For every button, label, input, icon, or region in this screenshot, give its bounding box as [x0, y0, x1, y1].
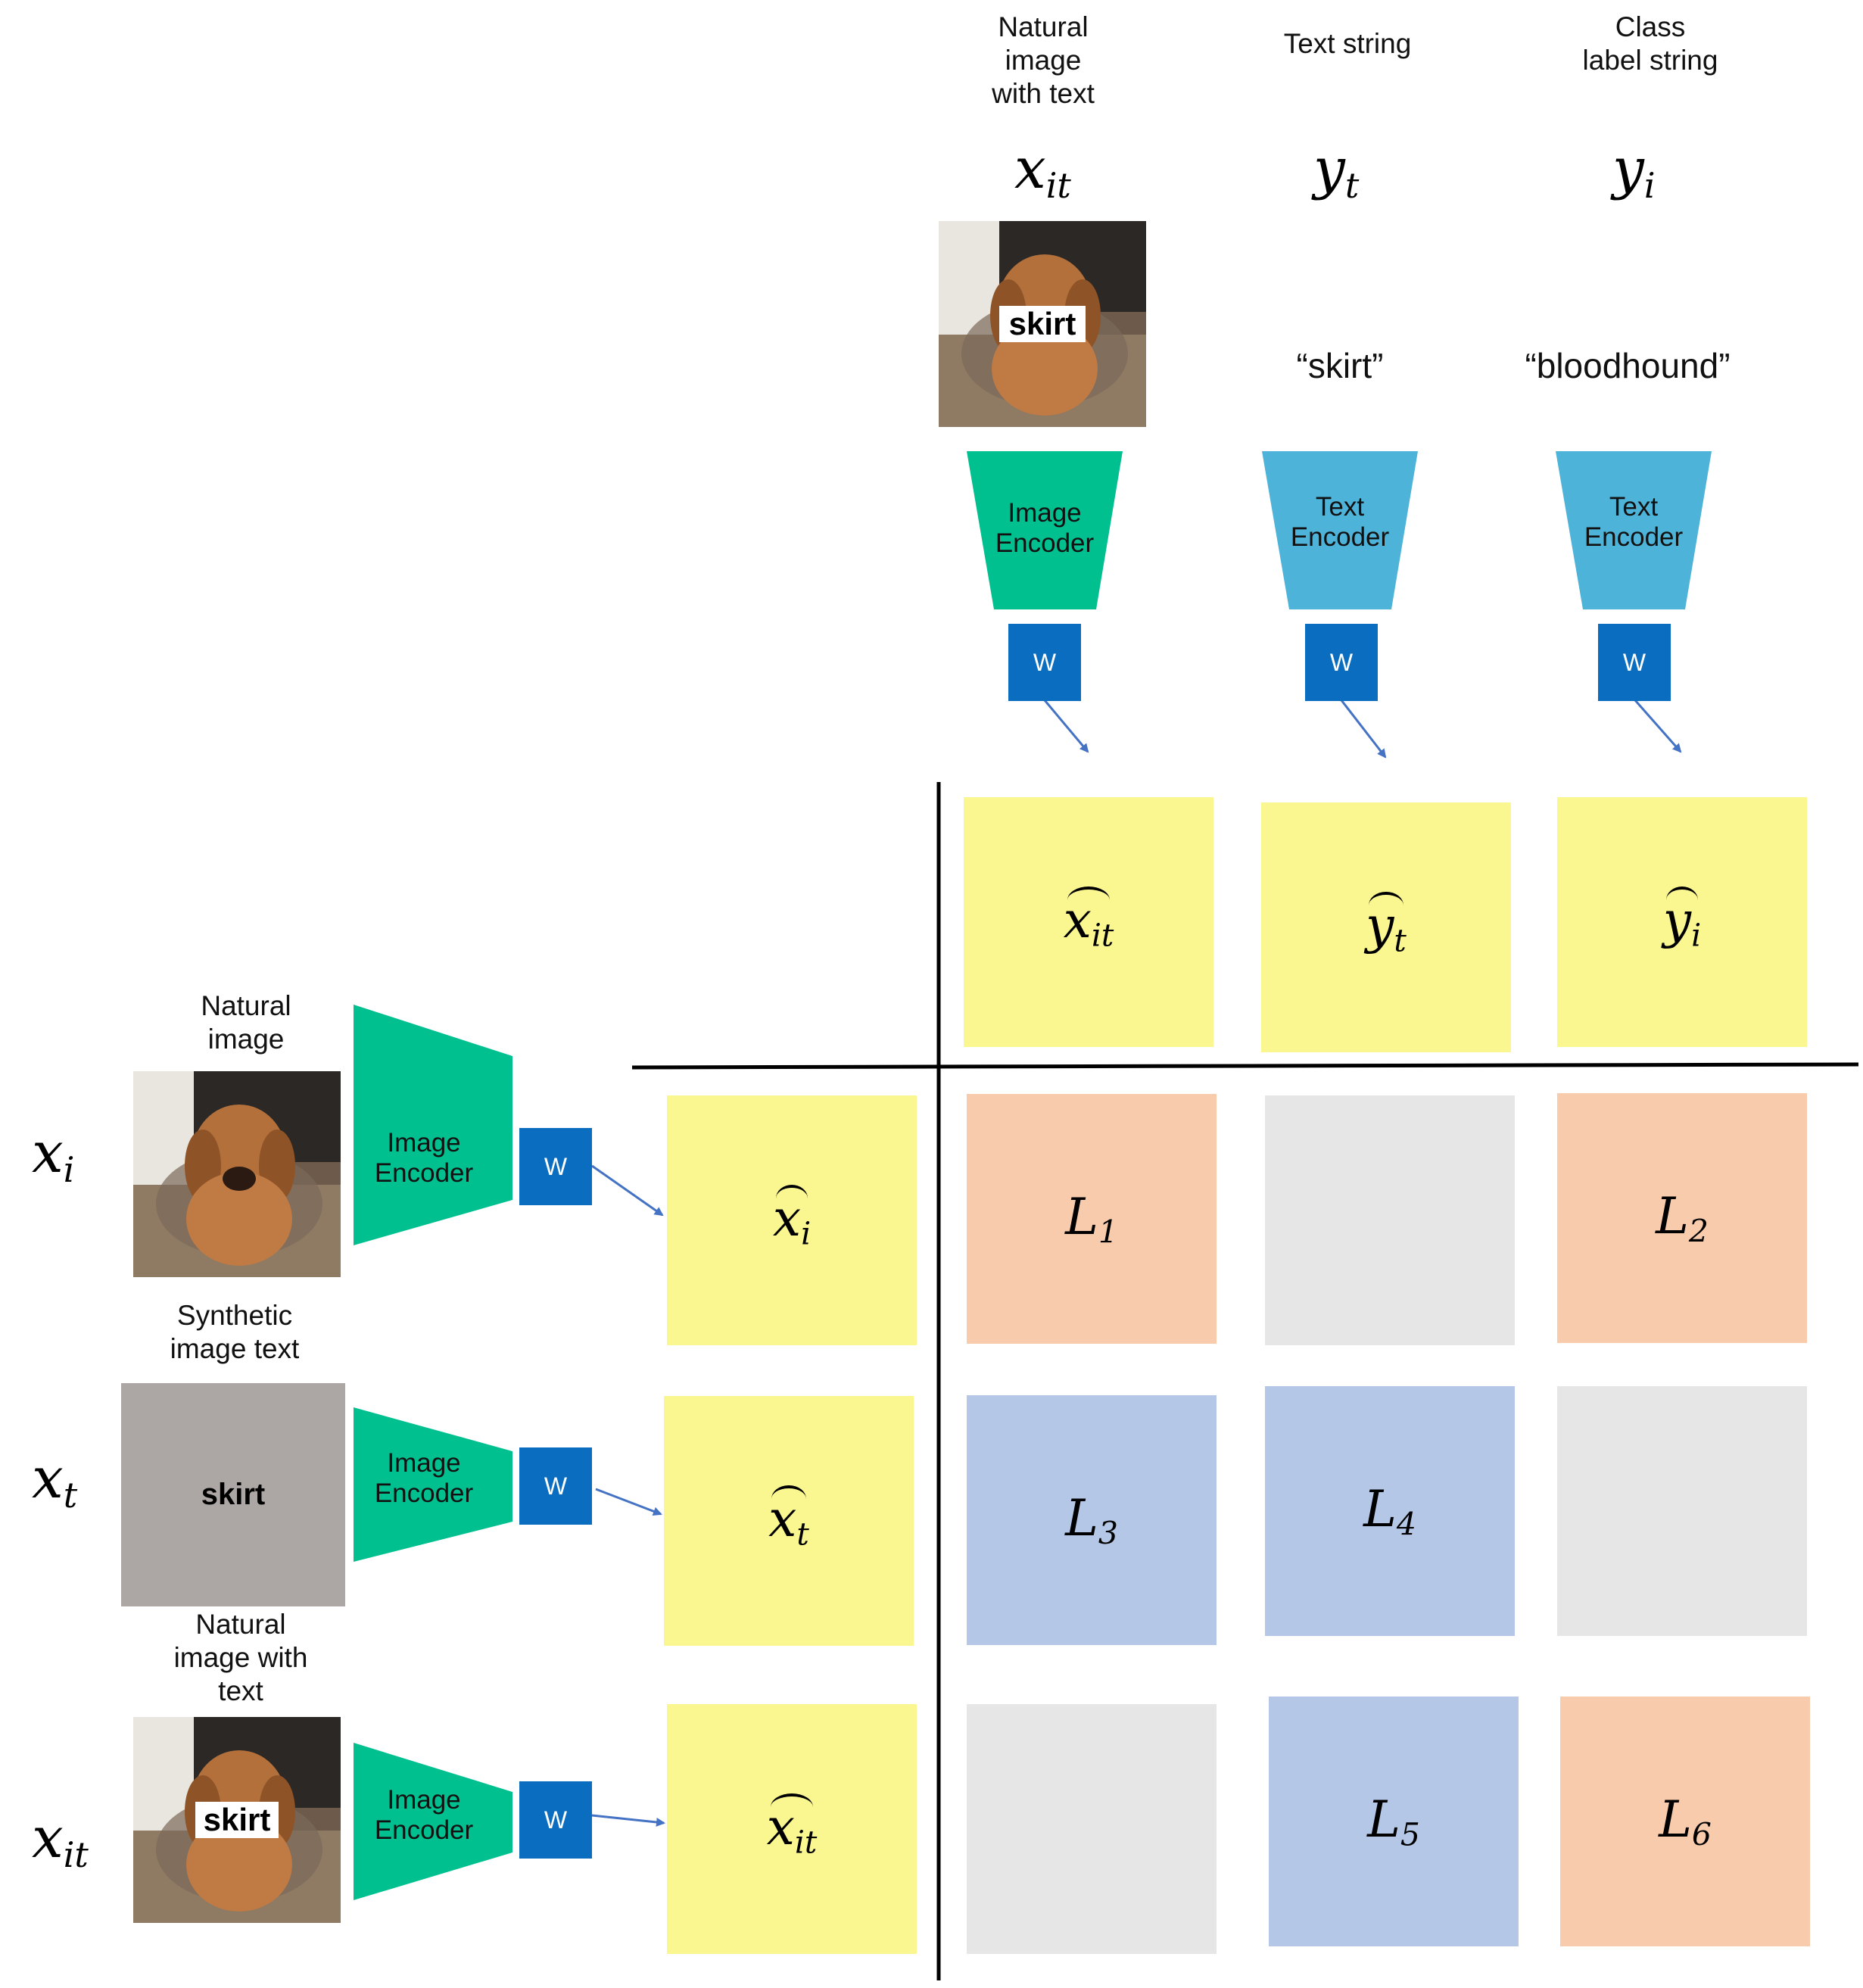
top-image-encoder-label: Image Encoder [995, 498, 1095, 558]
top-symbol-y-i: yi [1612, 136, 1656, 206]
left-symbol-x-i: xi [32, 1120, 75, 1190]
loss-cell-r1-c2 [1265, 1095, 1515, 1345]
arrow-top-1 [1043, 700, 1089, 753]
top-w-box-1: W [1008, 624, 1081, 701]
left-w-box-3: W [519, 1781, 592, 1859]
top-caption-natural-image-with-text: Natural image with text [992, 11, 1095, 109]
synthetic-image-text: skirt [121, 1383, 345, 1606]
left-symbol-x-it: xit [32, 1806, 89, 1875]
left-image-encoder-shape-1 [354, 1005, 512, 1245]
top-embedding-y-t: yt [1261, 802, 1511, 1052]
arrow-left-1 [591, 1164, 664, 1217]
loss-cell-r2-c3 [1557, 1386, 1807, 1636]
loss-cell-r2-c2: L4 [1265, 1386, 1515, 1636]
left-image-encoder-label-2: Image Encoder [374, 1448, 474, 1508]
left-embedding-x-it: xit [667, 1704, 917, 1954]
input-text-skirt: “skirt” [1296, 346, 1384, 385]
arrow-left-3 [591, 1814, 665, 1827]
top-text-encoder-label-2: Text Encoder [1584, 492, 1684, 552]
top-symbol-x-it: xit [1014, 136, 1071, 206]
left-caption-natural-image-with-text: Natural image with text [173, 1609, 308, 1706]
arrow-left-2 [595, 1488, 662, 1516]
top-embedding-y-i: yi [1557, 797, 1807, 1047]
arrow-top-3 [1634, 700, 1682, 753]
loss-cell-r3-c2: L5 [1269, 1697, 1519, 1946]
top-w-box-2: W [1305, 624, 1378, 701]
top-caption-class-label-string: Class label string [1582, 11, 1718, 76]
top-dog-photo-with-text: skirt [939, 221, 1146, 427]
loss-cell-r3-c1 [967, 1704, 1217, 1954]
loss-cell-r3-c3: L6 [1560, 1697, 1810, 1946]
top-caption-text-string: Text string [1283, 28, 1412, 59]
left-symbol-x-t: xt [32, 1446, 78, 1516]
left-dog-photo-with-text: skirt [133, 1717, 341, 1923]
left-caption-synthetic-image-text: Synthetic image text [170, 1300, 300, 1364]
left-w-box-1: W [519, 1128, 592, 1205]
left-embedding-x-t: xt [664, 1396, 914, 1646]
arrow-top-2 [1340, 700, 1387, 759]
loss-cell-r1-c3: L2 [1557, 1093, 1807, 1343]
dog-image-natural [133, 1071, 341, 1277]
left-w-box-2: W [519, 1447, 592, 1525]
left-caption-natural-image: Natural image [201, 990, 291, 1055]
top-w-box-3: W [1598, 624, 1671, 701]
photo-text-overlay: skirt [999, 306, 1086, 342]
input-text-bloodhound: “bloodhound” [1525, 346, 1731, 385]
photo-text-overlay-left: skirt [195, 1802, 279, 1838]
left-embedding-x-i: xi [667, 1095, 917, 1345]
top-symbol-y-t: yt [1313, 136, 1360, 206]
left-image-encoder-label-3: Image Encoder [374, 1785, 474, 1845]
left-image-encoder-label-1: Image Encoder [374, 1128, 474, 1188]
top-embedding-x-it: xit [964, 797, 1213, 1047]
loss-cell-r2-c1: L3 [967, 1395, 1217, 1645]
left-dog-photo [133, 1071, 341, 1277]
horizontal-divider [631, 1062, 1859, 1070]
loss-cell-r1-c1: L1 [967, 1094, 1217, 1344]
top-text-encoder-label-1: Text Encoder [1290, 492, 1390, 552]
